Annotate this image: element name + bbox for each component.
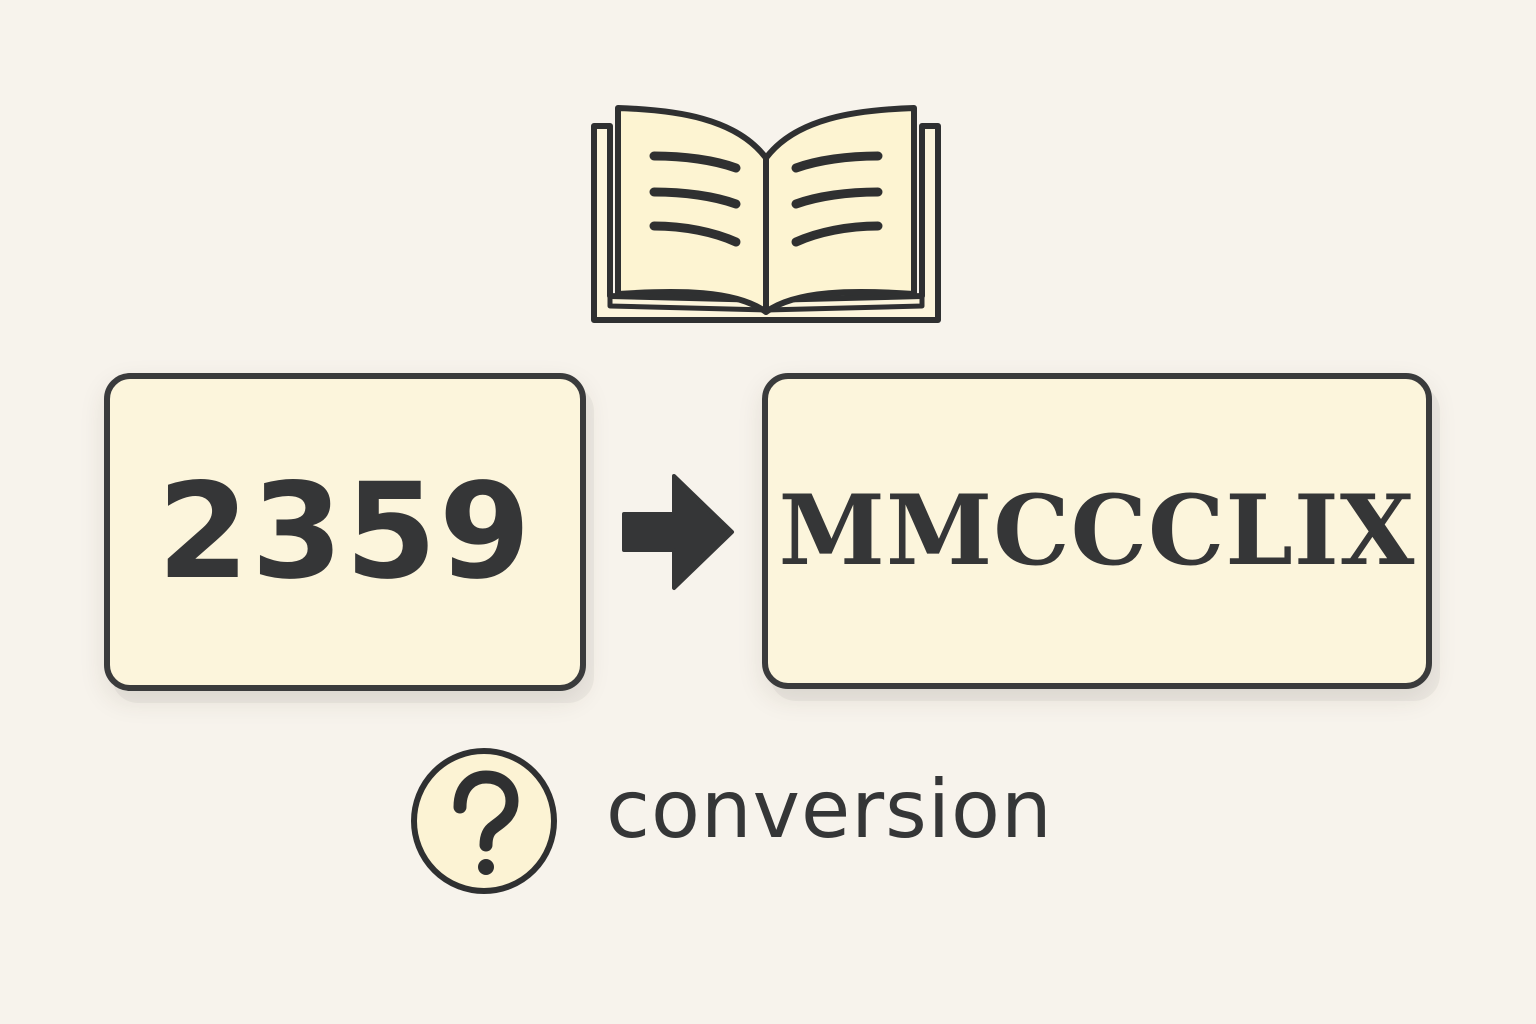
roman-numeral-value: MMCCCLIX: [778, 474, 1416, 587]
question-mark-icon: [411, 748, 557, 894]
roman-numeral-box: MMCCCLIX: [762, 373, 1432, 689]
number-value: 2359: [157, 455, 533, 609]
arrow-right-icon: [622, 474, 734, 590]
conversion-label: conversion: [606, 763, 1053, 856]
number-box: 2359: [104, 373, 586, 691]
open-book-icon: [591, 105, 941, 323]
